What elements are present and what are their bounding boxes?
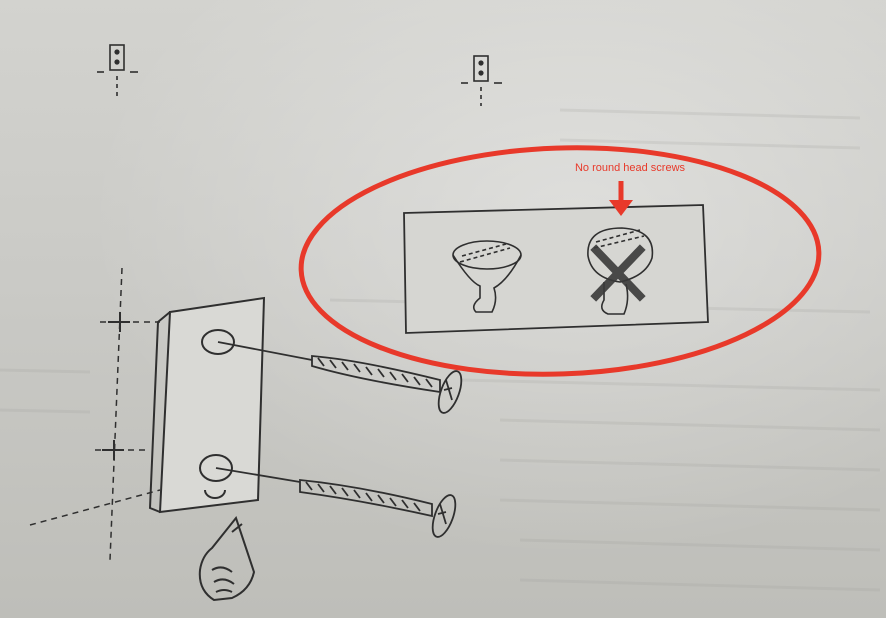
highlight-ellipse (298, 145, 822, 377)
bleed-through-texture (0, 108, 881, 592)
small-bracket-right (461, 55, 502, 106)
countersunk-screw-icon (452, 240, 522, 313)
arrow-down-icon (609, 181, 633, 216)
mounting-plate (148, 296, 266, 514)
cross-icon (590, 244, 646, 302)
round-head-screw-icon (587, 227, 654, 315)
position-marks (102, 312, 130, 460)
screw-comparison-box (403, 204, 709, 334)
screw-bottom (215, 467, 457, 538)
pointing-hand-icon (198, 515, 256, 602)
wall-guide-lines (29, 267, 161, 561)
warning-annotation: No round head screws (574, 162, 686, 174)
small-bracket-left (97, 44, 138, 96)
screw-top (217, 341, 463, 414)
